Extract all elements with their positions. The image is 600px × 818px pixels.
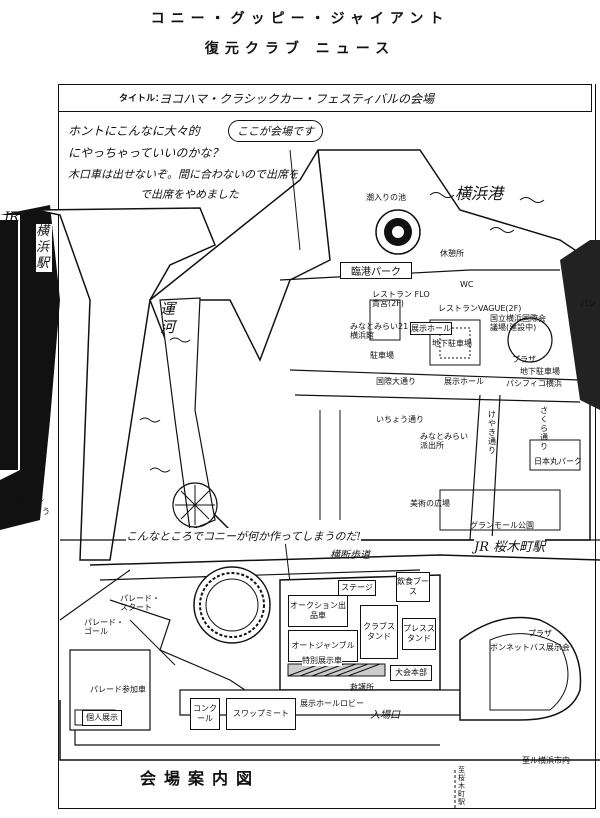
lower-box-hq: 大会本部: [390, 665, 432, 681]
lower-box-food: 飲食ブース: [396, 572, 430, 602]
upper-label-art-plaza: 美術の広場: [410, 499, 450, 508]
upper-label-parking: 駐車場: [370, 351, 394, 360]
lower-label-parade-goal: パレード・ゴール: [84, 618, 124, 636]
title-text: ヨコハマ・クラシックカー・フェスティバルの会場: [159, 92, 435, 106]
title-bar: タイトル： ヨコハマ・クラシックカー・フェスティバルの会場: [58, 84, 592, 112]
upper-label-icho-dori: いちょう通り: [376, 415, 424, 424]
lower-box-press-stand: プレススタンド: [402, 618, 436, 650]
lower-box-concours: コンクール: [190, 698, 220, 730]
upper-label-restaurant-flo: レストラン FLO 貴宮(2F): [372, 290, 430, 308]
lower-label-parade-cars: パレード参加車: [90, 685, 146, 694]
lower-label-first-aid: 救護所: [350, 683, 374, 692]
lower-box-auction: オークション出品車: [288, 595, 348, 627]
lower-label-entrance: 入場口: [370, 710, 400, 721]
upper-label-intl-conference: 国立横浜国際会議場(建設中): [490, 314, 546, 332]
lower-label-plaza: プラザ: [528, 629, 552, 638]
note-line-2: にやっちゃっていいのかな？: [68, 146, 224, 160]
page-frame: [58, 84, 596, 809]
upper-label-underground-parking-2: 地下駐車場: [520, 367, 560, 376]
lower-label-hall-lobby: 展示ホールロビー: [300, 699, 364, 708]
note-crosswalk: 横断歩道: [330, 550, 370, 561]
map-caption: 会場案内図: [140, 769, 261, 788]
lower-box-club-stand: クラブスタンド: [360, 605, 398, 659]
upper-label-nippon-maru: 日本丸パーク: [534, 457, 582, 466]
lower-label-parade-start: パレード・スタート: [120, 594, 160, 612]
note-line-4: で出席をやめました: [140, 188, 239, 201]
note-line-1: ホントにこんなに大々的: [68, 124, 200, 138]
upper-label-exhibition-hall-2: 展示ホール: [444, 377, 484, 386]
note-line-3: 木口車は出せないぞ。間に合わないので出席をやめました: [68, 168, 298, 181]
upper-label-sogo: 横浜そごう: [10, 507, 50, 516]
note-jr: JR: [4, 210, 19, 225]
upper-label-pashi: パシ: [580, 299, 596, 308]
lower-label-special-exhibit: 特別展示車: [302, 655, 342, 666]
upper-label-grand-mall: グランモール公園: [470, 521, 534, 530]
lower-label-bonnet-bus: ボンネットバス展示会: [490, 643, 570, 652]
lower-box-swap-meet: スワップミート: [226, 698, 296, 730]
lower-label-to-sakuragicho: 至桜木町駅: [458, 766, 465, 806]
note-yokohama-port: 横浜港: [455, 184, 504, 203]
note-canal: 運河: [160, 300, 176, 336]
upper-label-koban: みなとみらい 派出所: [420, 432, 468, 450]
lower-label-to-yokohama: 至ル横浜市内: [522, 756, 570, 765]
header-line-1: コニー・グッピー・ジャイアント: [150, 11, 450, 27]
upper-label-mm21-hall: みなとみらい21 横浜館: [350, 322, 409, 340]
title-label: タイトル：: [119, 94, 165, 104]
upper-label-sakura-dori: さくら通り: [540, 406, 548, 451]
upper-label-rinko-park: 臨港パーク: [340, 262, 412, 279]
note-connie-here: こんなところでコニーが何か作ってしまうのだ!: [126, 528, 361, 544]
upper-label-keyaki-dori: けやき通り: [488, 410, 496, 455]
note-sakuragicho: JR 桜木町駅: [474, 536, 546, 555]
upper-label-rest-area: 休憩所: [440, 249, 464, 258]
upper-label-exhibition-hall: 展示ホール: [410, 322, 452, 335]
upper-label-underground-parking-1: 地下駐車場: [432, 339, 472, 348]
lower-box-stage: ステージ: [338, 580, 376, 596]
header-line-2: 復元クラブ ニュース: [204, 41, 396, 57]
upper-label-restaurant-vague: レストランVAGUE(2F): [438, 304, 522, 313]
upper-label-wc: WC: [460, 280, 474, 289]
note-here-venue: ここが会場です: [228, 120, 323, 142]
upper-label-shintoshi-bldg: 新都市ビル: [4, 495, 44, 504]
upper-label-plaza: プラザ: [512, 355, 536, 364]
upper-label-pond: 潮入りの池: [366, 193, 406, 202]
note-yokohama-station: 横浜駅: [36, 224, 52, 272]
lower-box-individual: 個人展示: [82, 710, 122, 726]
upper-label-kokusai-odori: 国際大通り: [376, 377, 416, 386]
upper-label-pacifico: パシフィコ横浜: [506, 379, 562, 388]
